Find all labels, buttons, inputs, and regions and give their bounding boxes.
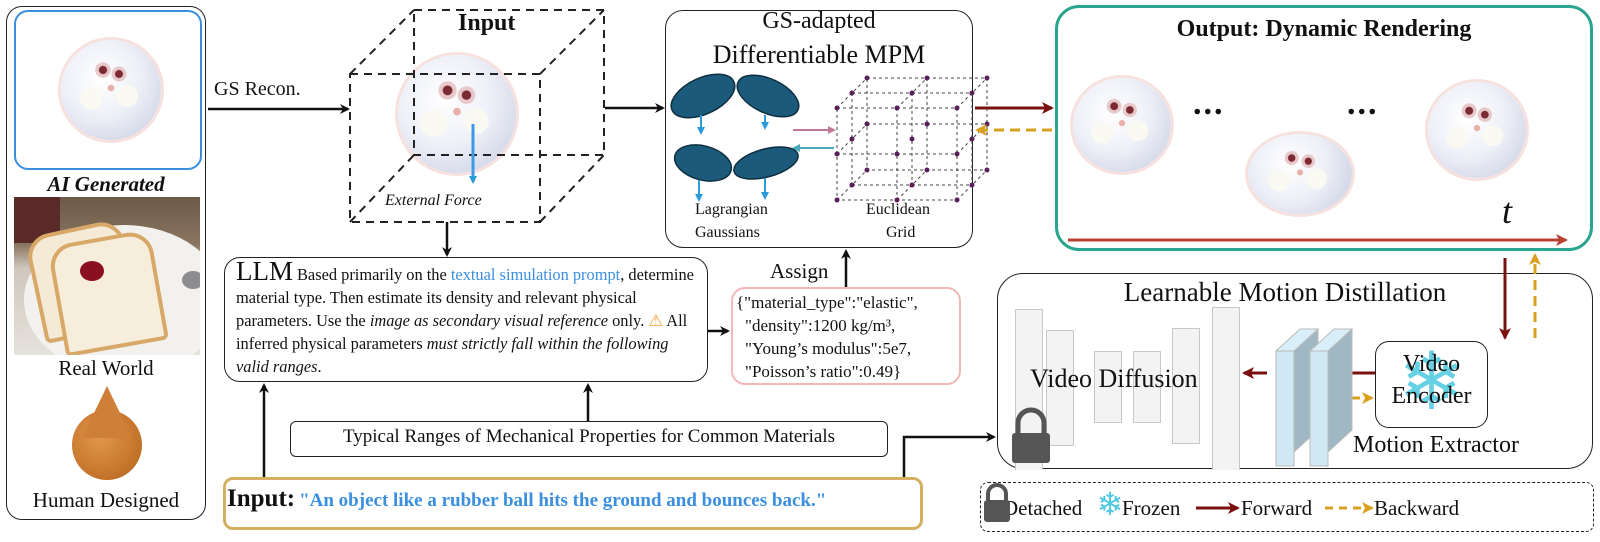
motion-extractor-label: Motion Extractor: [1353, 432, 1519, 458]
spoon-shape: [182, 271, 200, 289]
llm-text: Based primarily on the: [297, 265, 451, 284]
text-prompt-label: Input:: [227, 485, 296, 512]
euclidean-grid-label-2: Grid: [886, 224, 916, 241]
llm-text: only.: [608, 311, 649, 330]
text-prompt-value: "An object like a rubber ball hits the g…: [299, 490, 827, 511]
video-encoder-label-1: Video: [1402, 351, 1461, 377]
material-ranges-box[interactable]: [290, 421, 888, 457]
legend-forward-label: Forward: [1241, 496, 1313, 520]
video-diffusion-label: Video Diffusion: [1030, 364, 1198, 393]
param-material-type: {"material_type":"elastic",: [736, 293, 918, 312]
param-poissons-ratio: "Poisson’s ratio":0.49}: [745, 362, 902, 381]
output-title: Output: Dynamic Rendering: [1176, 16, 1472, 42]
mpm-title-line1: GS-adapted: [762, 8, 876, 34]
unet-block: [1133, 351, 1161, 423]
bread-slice: [47, 228, 169, 355]
llm-italic-text: image as secondary visual reference: [369, 311, 609, 330]
llm-text: All inferred physical parameters: [236, 311, 688, 353]
output-frame-2[interactable]: [1233, 122, 1367, 226]
param-density: "density":1200 kg/m³,: [745, 316, 896, 335]
legend-box: [980, 482, 1594, 532]
llm-text: .: [317, 357, 322, 376]
legend-detached-label: Detached: [1003, 496, 1083, 520]
motion-distillation-title: Learnable Motion Distillation: [1123, 277, 1447, 307]
assign-label: Assign: [770, 259, 829, 283]
prompt-link-text: textual simulation prompt: [450, 265, 621, 284]
text-prompt: Input: "An object like a rubber ball hit…: [227, 485, 826, 513]
unet-block: [1172, 328, 1200, 444]
teardrop-tip: [82, 386, 132, 438]
params-json-text: {"material_type":"elastic", "density":12…: [736, 291, 918, 383]
bread-plate-image[interactable]: [14, 197, 200, 355]
video-encoder-label-2: Encoder: [1391, 383, 1472, 409]
gs-recon-label: GS Recon.: [214, 78, 301, 100]
human-designed-label: Human Designed: [32, 488, 180, 512]
lagrangian-gaussians-label-1: Lagrangian: [695, 201, 768, 218]
warning-icon: ⚠: [648, 311, 664, 330]
llm-prompt-box: [224, 257, 708, 382]
input-to-diffusion-arrow: [902, 432, 996, 477]
unet-block: [1212, 307, 1240, 470]
jam-spot: [80, 261, 104, 281]
snowflake-icon: ❄: [1397, 339, 1466, 427]
video-encoder-box[interactable]: [1375, 341, 1488, 428]
text-prompt-box[interactable]: [223, 477, 923, 530]
llm-title: LLM: [236, 256, 293, 286]
time-axis-label: t: [1502, 191, 1513, 231]
param-youngs-modulus: "Young’s modulus":5e7,: [745, 339, 912, 358]
mpm-title-line2: Differentiable MPM: [712, 40, 926, 69]
material-ranges-label: Typical Ranges of Mechanical Properties …: [342, 426, 835, 447]
ai-generated-label: AI Generated: [47, 172, 165, 196]
legend-backward-label: Backward: [1374, 496, 1460, 520]
output-ellipsis-2: ...: [1347, 85, 1379, 122]
legend-frozen-label: Frozen: [1122, 496, 1181, 520]
spiky-ball-image: [47, 26, 175, 154]
external-force-label: External Force: [385, 192, 482, 209]
output-frame-3[interactable]: [1414, 68, 1540, 192]
output-frame-1[interactable]: [1059, 64, 1185, 186]
llm-italic-text: must strictly fall within the following …: [236, 334, 669, 376]
input-object-image[interactable]: [381, 38, 533, 190]
teardrop-object-image[interactable]: [72, 386, 142, 482]
real-world-label: Real World: [58, 356, 154, 380]
llm-text: , determine material type. Then estimate…: [236, 265, 694, 330]
euclidean-grid-label-1: Euclidean: [866, 201, 930, 218]
unet-block: [1046, 330, 1074, 446]
lagrangian-gaussians-label-2: Gaussians: [695, 224, 760, 241]
unet-block: [1094, 351, 1122, 423]
legend-snowflake-icon: ❄: [1096, 486, 1124, 522]
output-ellipsis-1: ...: [1193, 85, 1225, 122]
params-json-box: [731, 287, 961, 385]
input-cube-title: Input: [458, 10, 516, 36]
ai-generated-image-frame[interactable]: [14, 10, 202, 170]
